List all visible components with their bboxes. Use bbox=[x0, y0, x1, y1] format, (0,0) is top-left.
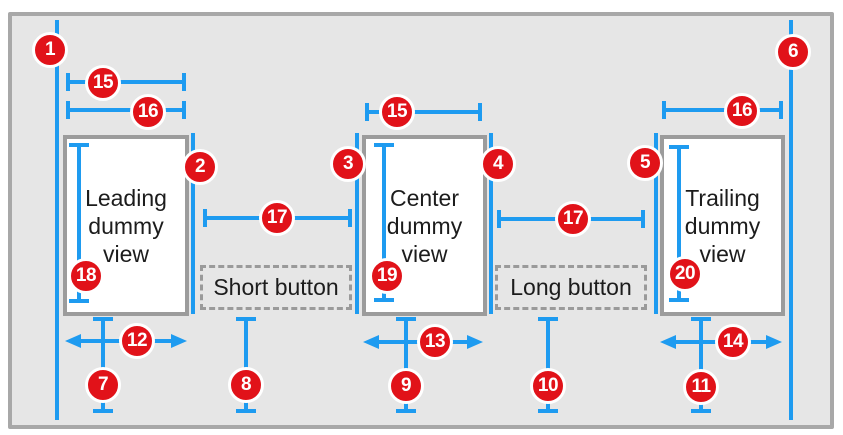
arrow-left-head-icon bbox=[363, 335, 379, 349]
height-dimension-line-18 bbox=[69, 143, 89, 303]
marker-3: 3 bbox=[330, 146, 366, 182]
marker-10: 10 bbox=[530, 368, 566, 404]
marker-15-left: 15 bbox=[85, 65, 121, 101]
height-dimension-line-19 bbox=[374, 143, 394, 302]
center-dummy-view-label: Center dummy view bbox=[386, 184, 463, 267]
marker-9: 9 bbox=[388, 368, 424, 404]
marker-17-left: 17 bbox=[259, 200, 295, 236]
width-dimension-line-16-left bbox=[66, 101, 186, 119]
center-dummy-view: Center dummy view bbox=[362, 135, 487, 316]
arrow-right-head-icon bbox=[467, 335, 483, 349]
marker-16-left: 16 bbox=[130, 94, 166, 130]
width-dimension-line-15-center bbox=[365, 103, 482, 121]
marker-1: 1 bbox=[32, 32, 68, 68]
bottom-dimension-line-9 bbox=[396, 317, 416, 413]
marker-4: 4 bbox=[480, 146, 516, 182]
marker-15-center: 15 bbox=[379, 94, 415, 130]
long-button-placeholder: Long button bbox=[495, 265, 647, 310]
arrow-left-head-icon bbox=[660, 335, 676, 349]
short-button-placeholder: Short button bbox=[200, 265, 352, 310]
trailing-dummy-view-label: Trailing dummy view bbox=[684, 184, 761, 267]
width-dimension-line-16-right bbox=[662, 101, 783, 119]
marker-7: 7 bbox=[85, 367, 121, 403]
trailing-view-leading-edge-line bbox=[654, 133, 658, 314]
long-button-label: Long button bbox=[510, 274, 632, 300]
marker-8: 8 bbox=[228, 367, 264, 403]
leading-dummy-view-label: Leading dummy view bbox=[85, 184, 167, 267]
marker-11: 11 bbox=[683, 369, 719, 405]
height-dimension-line-20 bbox=[669, 145, 689, 302]
center-view-leading-edge-line bbox=[355, 133, 359, 314]
marker-14: 14 bbox=[715, 324, 751, 360]
marker-16-right: 16 bbox=[724, 93, 760, 129]
leading-margin-guide-line bbox=[55, 20, 59, 420]
bottom-dimension-line-8 bbox=[236, 317, 256, 413]
arrow-right-head-icon bbox=[766, 335, 782, 349]
marker-18: 18 bbox=[68, 258, 104, 294]
bottom-dimension-line-7 bbox=[93, 317, 113, 413]
bottom-dimension-line-10 bbox=[538, 317, 558, 413]
leading-view-trailing-edge-line bbox=[191, 133, 195, 314]
marker-6: 6 bbox=[775, 34, 811, 70]
marker-12: 12 bbox=[119, 323, 155, 359]
marker-20: 20 bbox=[667, 256, 703, 292]
marker-17-right: 17 bbox=[555, 201, 591, 237]
marker-19: 19 bbox=[369, 258, 405, 294]
center-view-trailing-edge-line bbox=[489, 133, 493, 314]
marker-5: 5 bbox=[627, 145, 663, 181]
marker-2: 2 bbox=[182, 149, 218, 185]
arrow-right-head-icon bbox=[171, 334, 187, 348]
trailing-margin-guide-line bbox=[789, 20, 793, 420]
short-button-label: Short button bbox=[213, 274, 339, 300]
arrow-left-head-icon bbox=[65, 334, 81, 348]
width-dimension-line-15-left bbox=[66, 73, 186, 91]
bottom-dimension-line-11 bbox=[691, 317, 711, 413]
marker-13: 13 bbox=[417, 324, 453, 360]
